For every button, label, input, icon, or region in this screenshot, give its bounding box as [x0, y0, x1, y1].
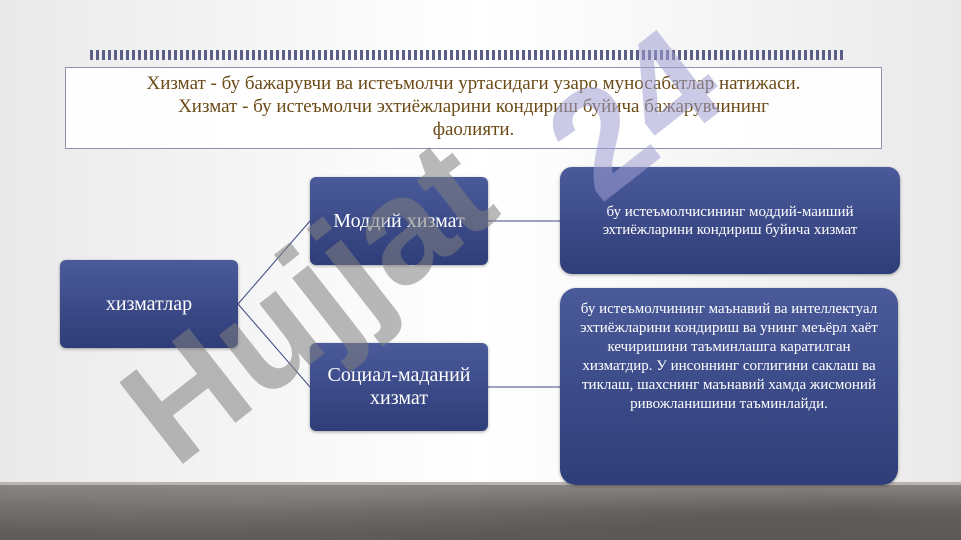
definition-line-1: Хизмат - бу бажарувчи ва истеъмолчи урта… [146, 73, 801, 94]
root-node-label: хизматлар [105, 292, 193, 315]
definition-box: Хизмат - бу бажарувчи ва истеъмолчи урта… [65, 67, 882, 149]
definition-line-2: Хизмат - бу истеъмолчи эхтиёжларини конд… [178, 96, 769, 117]
connector-root-to-material [237, 220, 311, 305]
social-description-text: бу истеъмолчининг маънавий ва интеллекту… [580, 301, 878, 412]
node-social-cultural-service: Социал-маданий хизмат [310, 343, 488, 431]
material-service-description: бу истеъмолчисининг моддий-маиший эхтиёж… [560, 167, 900, 274]
definition-line-3: фаолияти. [432, 119, 515, 140]
decorative-stripe [90, 50, 846, 60]
node-material-service: Моддий хизмат [310, 177, 488, 265]
root-node-services: хизматлар [60, 260, 238, 348]
material-description-text: бу истеъмолчисининг моддий-маиший эхтиёж… [602, 203, 858, 238]
social-cultural-service-label: Социал-маданий хизмат [327, 364, 471, 409]
connector-root-to-social [237, 303, 311, 388]
social-cultural-service-description: бу истеъмолчининг маънавий ва интеллекту… [560, 288, 898, 485]
floor-background [0, 482, 961, 540]
material-service-label: Моддий хизмат [333, 209, 465, 232]
